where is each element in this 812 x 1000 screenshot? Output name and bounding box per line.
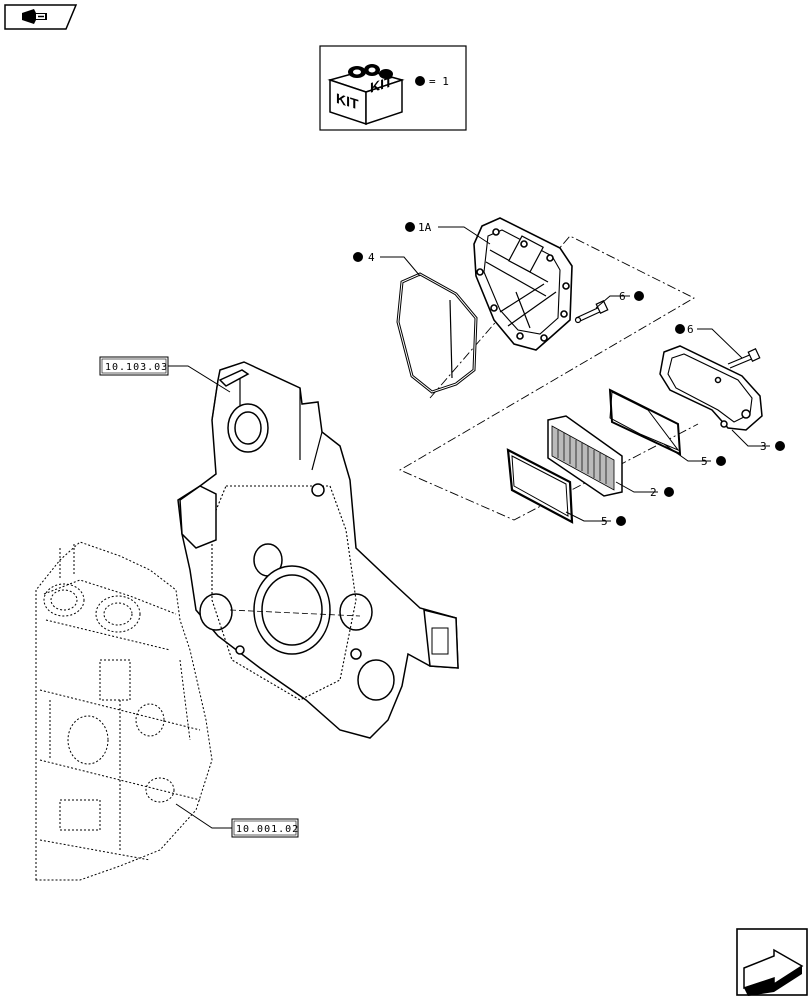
next-page-arrow-icon [743,948,804,996]
callout-2-label: 2 [650,486,657,499]
front-housing-part [177,361,459,739]
next-page-button[interactable] [736,928,808,996]
callout-4: 4 [353,251,375,264]
callout-2: 2 [650,486,674,499]
seal-lower-part [506,448,574,524]
callout-5-lower: 5 [601,515,626,528]
filter-element-part [547,415,623,497]
cover-assembly-part [473,217,573,351]
book-arrow-icon [22,9,47,24]
ref-engine-block-text: 10.001.02 [236,824,299,835]
callout-4-label: 4 [368,251,375,264]
callout-6-side-label: 6 [687,323,694,336]
kit-bullet [415,76,425,86]
callout-5-upper-label: 5 [701,455,708,468]
callout-3-label: 3 [760,440,767,453]
callout-3: 3 [760,440,785,453]
kit-legend-text: = 1 [429,75,449,88]
gasket-part [396,272,478,394]
callout-5-upper: 5 [701,455,726,468]
kit-box-icon: KIT KIT [327,64,405,126]
callout-5-lower-label: 5 [601,515,608,528]
kit-text-left: KIT [336,91,359,114]
callout-1a: 1A [405,221,432,234]
filter-cover-part [659,345,763,431]
back-nav-button[interactable] [4,4,78,30]
seal-upper-part [608,388,682,456]
ref-engine-block-link[interactable]: 10.001.02 [231,818,299,838]
callout-6-upper: 6 [619,290,644,303]
ref-front-housing-link[interactable]: 10.103.03 [99,356,169,376]
kit-legend: KIT KIT = 1 [319,45,467,131]
kit-text-right: KIT [370,74,393,97]
callout-6-upper-label: 6 [619,290,626,303]
screw-side-part [727,347,761,369]
callout-1a-label: 1A [418,221,432,234]
ref-front-housing-text: 10.103.03 [105,362,168,373]
engine-block-phantom [35,541,213,881]
screw-upper-part [574,299,609,324]
leader-lines [168,226,770,829]
callout-6-side: 6 [675,323,694,336]
